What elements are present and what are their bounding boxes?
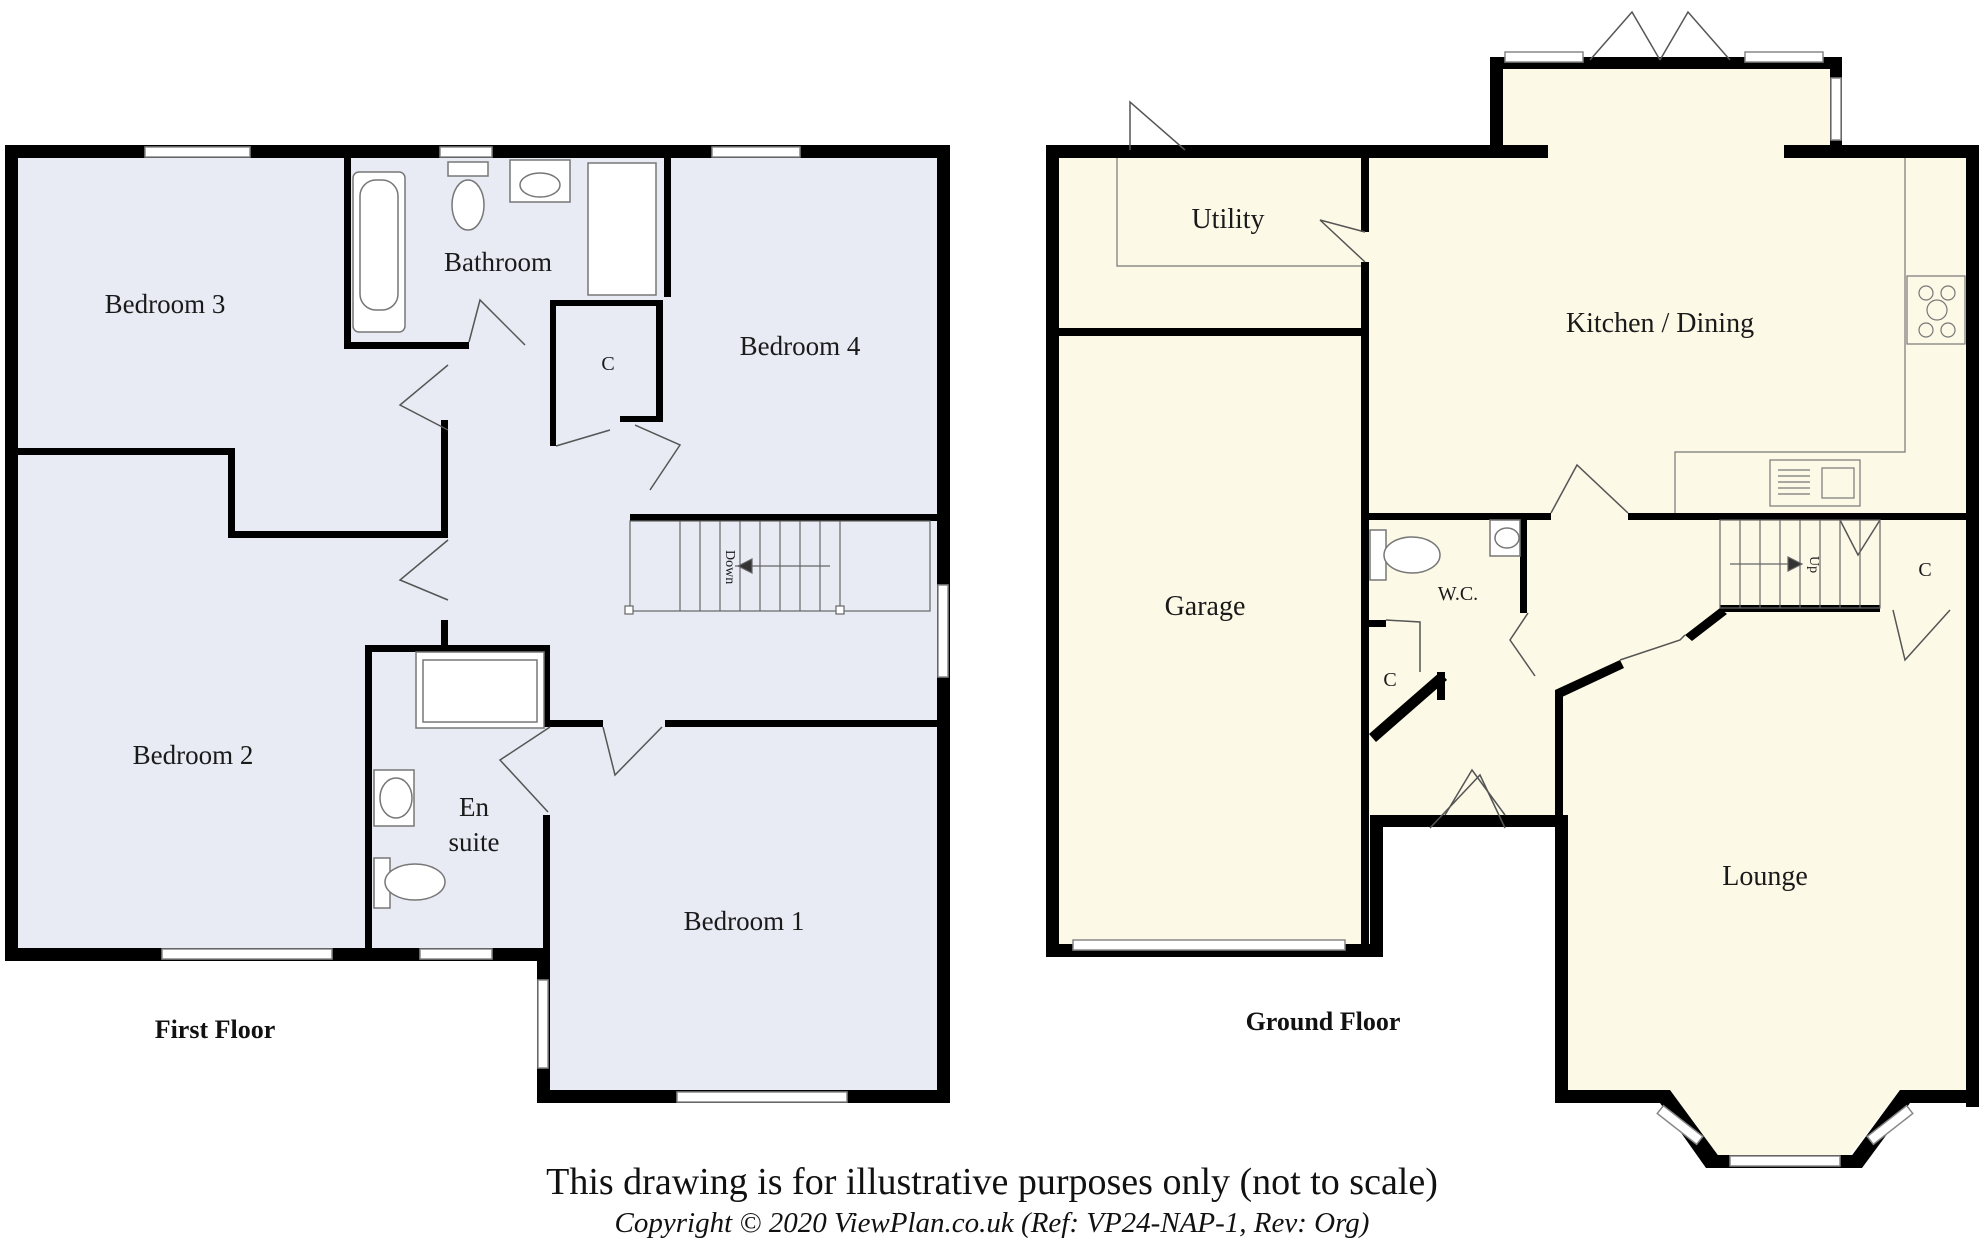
ground-floor-plan: Utility Kitchen / Dining Garage W.C. C C… bbox=[1046, 10, 1979, 1168]
copyright-text: Copyright © 2020 ViewPlan.co.uk (Ref: VP… bbox=[614, 1207, 1370, 1239]
ground-floor-doors bbox=[1319, 219, 1951, 816]
room-label-kitchen-dining: Kitchen / Dining bbox=[1566, 308, 1754, 339]
ground-floor-fixtures bbox=[1369, 519, 1521, 581]
shower-icon bbox=[587, 162, 657, 296]
ground-floor-outline-lines bbox=[1116, 158, 1966, 513]
ground-floor-area bbox=[1053, 68, 1972, 1155]
stairs-label-up: Up bbox=[1806, 556, 1821, 573]
room-label-bedroom-2: Bedroom 2 bbox=[133, 740, 254, 770]
first-floor-stairs bbox=[624, 520, 931, 615]
disclaimer-text: This drawing is for illustrative purpose… bbox=[546, 1161, 1438, 1203]
ground-floor-labels: Utility Kitchen / Dining Garage W.C. C C… bbox=[1165, 204, 1932, 1036]
room-label-bedroom-4: Bedroom 4 bbox=[740, 331, 861, 361]
room-label-cupboard: C bbox=[601, 353, 614, 375]
room-label-cupboard-wc: C bbox=[1383, 669, 1396, 691]
room-label-utility: Utility bbox=[1191, 204, 1264, 235]
room-label-lounge: Lounge bbox=[1722, 861, 1808, 892]
ground-floor-interior-walls bbox=[1053, 152, 1972, 952]
room-label-garage: Garage bbox=[1165, 591, 1246, 622]
room-label-ensuite-line1: En bbox=[459, 792, 489, 822]
stairs-label-down: Down bbox=[722, 550, 737, 584]
first-floor-area bbox=[12, 152, 942, 1095]
ground-floor-stairs bbox=[1719, 519, 1881, 609]
ground-floor-external-doors bbox=[1129, 10, 1731, 829]
floor-label-ground-floor: Ground Floor bbox=[1246, 1007, 1401, 1036]
toilet-icon bbox=[447, 161, 489, 177]
first-floor-interior-walls bbox=[12, 152, 942, 955]
floor-label-first-floor: First Floor bbox=[155, 1015, 276, 1044]
room-label-bedroom-3: Bedroom 3 bbox=[105, 289, 226, 319]
room-label-cupboard-stairs: C bbox=[1918, 559, 1931, 581]
room-label-bedroom-1: Bedroom 1 bbox=[684, 906, 805, 936]
first-floor-windows bbox=[144, 146, 949, 1103]
first-floor-plan: Bedroom 3 Bathroom Bedroom 4 C Bedroom 2… bbox=[5, 145, 950, 1103]
first-floor-labels: Bedroom 3 Bathroom Bedroom 4 C Bedroom 2… bbox=[105, 247, 861, 1044]
room-label-bathroom: Bathroom bbox=[444, 247, 552, 277]
ground-floor-windows bbox=[1072, 51, 1914, 1167]
first-floor-doors bbox=[398, 298, 682, 813]
room-label-wc: W.C. bbox=[1438, 583, 1478, 605]
first-floor-fixtures bbox=[352, 159, 657, 909]
room-label-ensuite-line2: suite bbox=[449, 827, 500, 857]
